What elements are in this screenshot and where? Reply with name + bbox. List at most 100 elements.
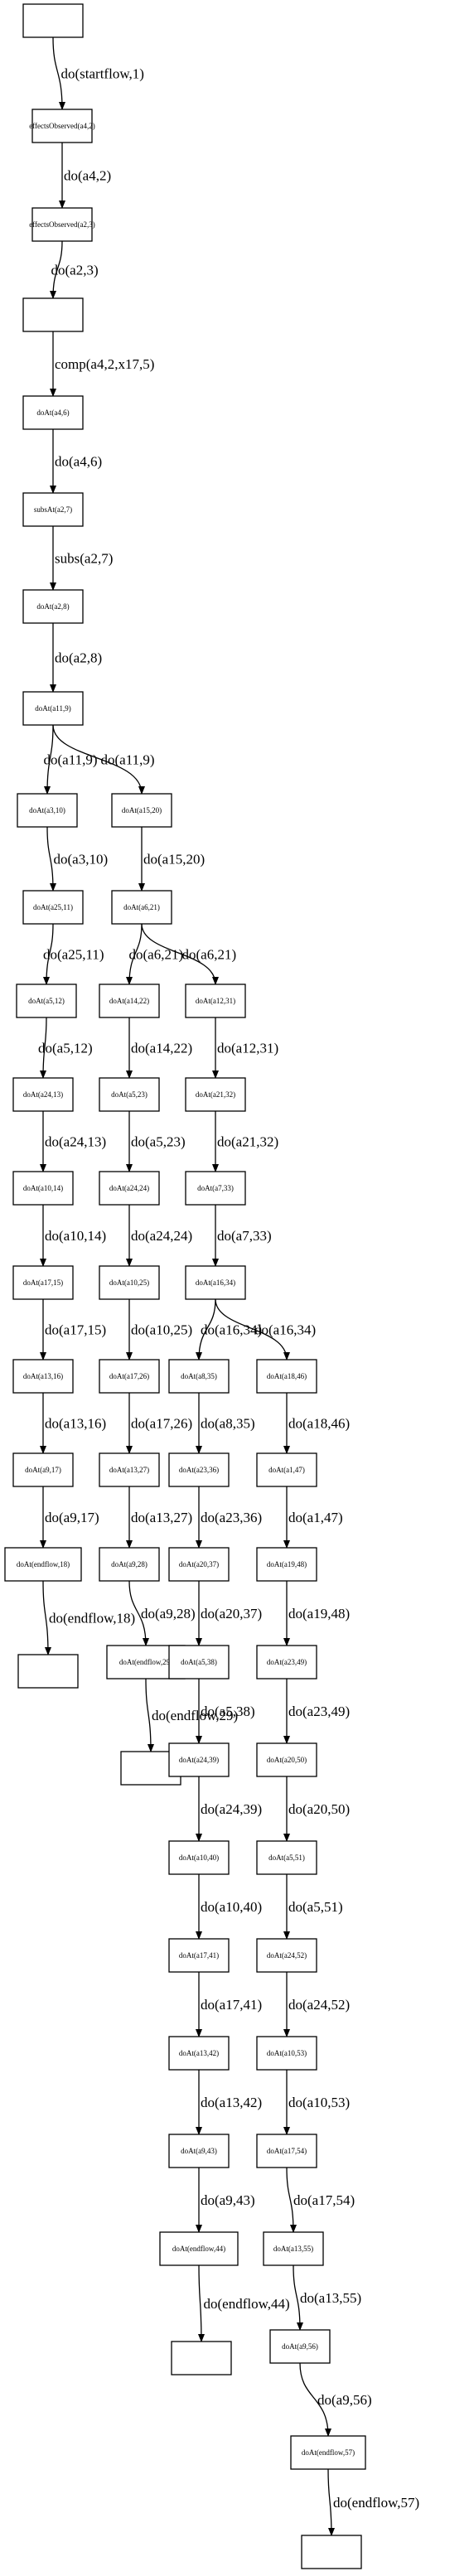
edge-m5-m6: do(a17,26) — [126, 1393, 192, 1454]
edge-label: do(startflow,1) — [61, 66, 144, 82]
node-label: doAt(a9,28) — [111, 1560, 148, 1568]
edge-label: do(a13,16) — [45, 1416, 106, 1432]
edge-m2-m3: do(a5,23) — [126, 1111, 186, 1172]
edge-label: do(a21,32) — [217, 1134, 278, 1150]
node-m4: doAt(a10,25) — [99, 1265, 160, 1300]
edge-n1-n2: do(a4,2) — [59, 143, 111, 209]
edge-label: do(a17,15) — [45, 1322, 106, 1338]
edge-arrow — [42, 1580, 51, 1655]
node-s7: doAt(a17,41) — [168, 1938, 230, 1973]
node-n7: doAt(a11,9) — [22, 691, 84, 726]
node-label: doAt(a24,13) — [23, 1090, 63, 1099]
node-label: doAt(a18,46) — [267, 1372, 307, 1380]
edge-label: do(a20,50) — [288, 1801, 350, 1817]
edge-t5-t6: do(a20,50) — [283, 1776, 350, 1842]
node-box — [99, 1077, 160, 1112]
node-label: doAt(a7,33) — [197, 1184, 234, 1192]
edge-label: do(a2,3) — [51, 263, 99, 278]
node-label: doAt(a21,32) — [196, 1090, 235, 1099]
node-label: doAt(a17,54) — [267, 2147, 307, 2155]
node-box — [99, 1547, 160, 1582]
node-label: doAt(a3,10) — [29, 806, 65, 814]
edge-label: do(endflow,18) — [49, 1611, 135, 1626]
edge-m7-m8: do(a9,28) — [128, 1580, 196, 1646]
node-box — [22, 691, 84, 726]
node-box — [171, 2341, 232, 2375]
node-label: doAt(endflow,57) — [302, 2448, 355, 2457]
node-r1: doAt(a15,20) — [111, 793, 172, 828]
node-label: effectsObserved(a2,3) — [29, 220, 95, 229]
edge-q4-t1: do(a16,34) — [215, 1298, 316, 1360]
node-l3: doAt(a5,12) — [16, 984, 77, 1018]
node-box — [17, 1654, 79, 1689]
node-label: doAt(a13,42) — [179, 2049, 219, 2057]
node-box — [263, 2231, 324, 2266]
node-l2: doAt(a25,11) — [22, 890, 84, 925]
edge-label: comp(a4,2,x17,5) — [55, 356, 154, 372]
node-t10: doAt(a13,55) — [263, 2231, 324, 2266]
edge-n6-n7: do(a2,8) — [50, 623, 102, 693]
node-box — [22, 492, 84, 527]
node-n6: doAt(a2,8) — [22, 589, 84, 624]
edge-label: do(a23,36) — [201, 1510, 262, 1525]
node-box — [185, 1171, 246, 1206]
node-s11 — [171, 2341, 232, 2375]
node-box — [256, 1840, 317, 1875]
edge-label: do(a9,56) — [317, 2392, 372, 2408]
node-n4: doAt(a4,6) — [22, 395, 84, 430]
edge-r2-q1: do(a6,21) — [141, 923, 236, 985]
node-label: doAt(a19,48) — [267, 1560, 307, 1568]
edge-label: do(a7,33) — [217, 1228, 272, 1244]
node-box — [99, 1171, 160, 1206]
edge-label: do(a5,38) — [201, 1704, 255, 1719]
node-box — [12, 1171, 74, 1206]
node-q1: doAt(a12,31) — [185, 984, 246, 1018]
node-label: doAt(a17,41) — [179, 1951, 219, 1960]
edge-s5-s6: do(a24,39) — [196, 1776, 262, 1842]
node-box — [111, 793, 172, 828]
node-m5: doAt(a17,26) — [99, 1359, 160, 1394]
node-label: doAt(endflow,44) — [172, 2245, 225, 2253]
node-l8: doAt(a9,17) — [12, 1452, 74, 1487]
node-box — [168, 1645, 230, 1679]
edge-label: do(a12,31) — [217, 1041, 278, 1056]
node-m2: doAt(a5,23) — [99, 1077, 160, 1112]
edge-t4-t5: do(a23,49) — [283, 1679, 350, 1744]
edge-s1-s2: do(a8,35) — [196, 1393, 255, 1454]
node-t7: doAt(a24,52) — [256, 1938, 317, 1973]
edge-arrow — [145, 1678, 154, 1752]
edge-label: do(a3,10) — [54, 852, 109, 868]
node-label: doAt(a4,6) — [36, 408, 69, 417]
node-label: doAt(a23,49) — [267, 1658, 307, 1666]
node-l7: doAt(a13,16) — [12, 1359, 74, 1394]
edge-label: do(a10,14) — [45, 1228, 106, 1244]
edge-label: do(a24,24) — [131, 1228, 192, 1244]
edge-label: do(a24,52) — [288, 1997, 350, 2013]
edge-l7-l8: do(a13,16) — [40, 1393, 106, 1454]
node-box — [256, 1359, 317, 1394]
node-box — [256, 1742, 317, 1777]
node-n3 — [22, 297, 84, 332]
edge-label: do(a19,48) — [288, 1606, 350, 1621]
edge-arrow — [52, 36, 65, 110]
edge-t10-t11: do(a13,55) — [293, 2264, 361, 2331]
edge-label: do(a16,34) — [201, 1322, 262, 1338]
edge-label: do(endflow,29) — [152, 1708, 238, 1723]
node-s3: doAt(a20,37) — [168, 1547, 230, 1582]
node-t5: doAt(a20,50) — [256, 1742, 317, 1777]
edge-s8-s9: do(a13,42) — [196, 2070, 262, 2135]
edge-label: do(a23,49) — [288, 1704, 350, 1719]
edge-label: do(a11,9) — [101, 752, 155, 768]
node-s9: doAt(a9,43) — [168, 2134, 230, 2168]
edge-n7-r1: do(a11,9) — [52, 724, 155, 795]
node-label: doAt(a10,40) — [179, 1853, 219, 1862]
node-box — [168, 2036, 230, 2071]
node-t9: doAt(a17,54) — [256, 2134, 317, 2168]
edge-label: do(a8,35) — [201, 1416, 255, 1432]
edge-t2-t3: do(a1,47) — [283, 1486, 343, 1549]
edge-arrow — [327, 2468, 335, 2536]
node-label: doAt(a13,55) — [273, 2245, 313, 2253]
edge-s2-s3: do(a23,36) — [196, 1486, 262, 1549]
node-t13 — [301, 2535, 362, 2569]
